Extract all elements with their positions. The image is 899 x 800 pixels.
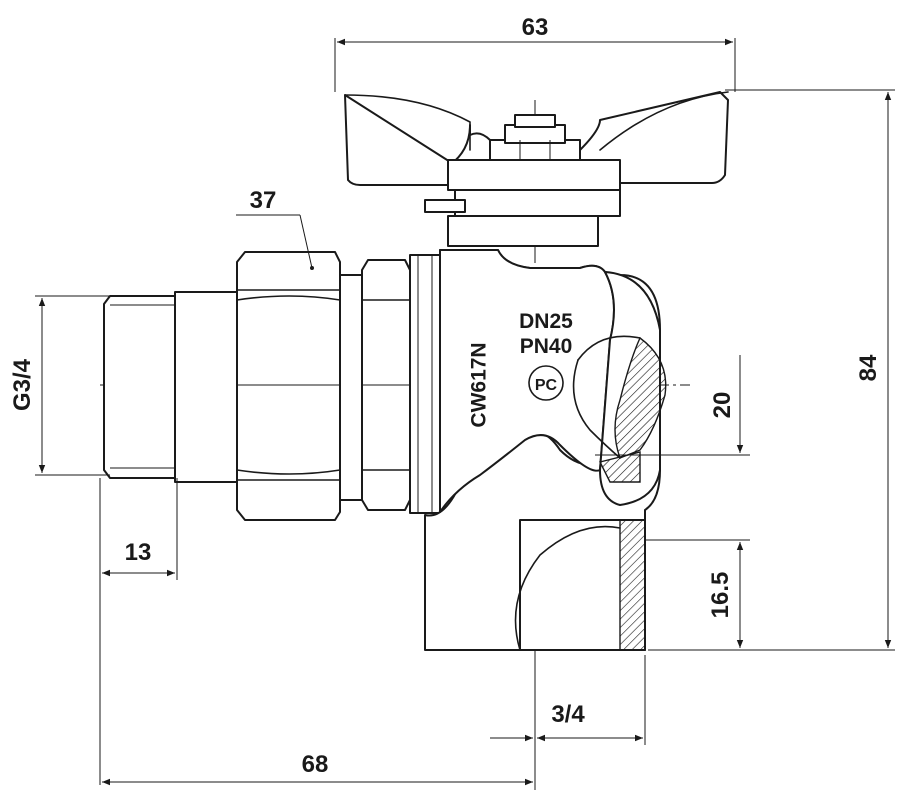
dimension-female-thread: 3/4	[490, 655, 646, 790]
valve-body	[424, 249, 667, 651]
dim-hex-size-value: 37	[250, 187, 277, 214]
body-markings: CW617N DN25 PN40 PC	[468, 310, 574, 428]
dim-male-thread-value: G3/4	[9, 358, 36, 411]
dimension-female-depth: 16.5	[645, 539, 750, 648]
dimension-overall-length: 68	[102, 751, 533, 786]
dim-overall-height-value: 84	[855, 354, 882, 381]
hex-union-nut	[236, 251, 363, 521]
male-thread-end	[103, 291, 238, 483]
dim-female-thread-value: 3/4	[551, 701, 585, 728]
butterfly-handle	[344, 91, 729, 247]
dim-overall-width-value: 63	[522, 14, 549, 41]
pn-marking: PN40	[520, 335, 573, 358]
dimension-port-offset: 20	[595, 355, 750, 456]
material-marking: CW617N	[468, 342, 491, 427]
dim-port-offset-value: 20	[709, 392, 736, 419]
dimension-overall-height: 84	[648, 89, 895, 651]
certification-mark-text: PC	[535, 377, 558, 394]
dimension-male-thread: G3/4	[9, 295, 110, 476]
dimension-hex-size: 37	[236, 187, 313, 269]
dim-overall-length-value: 68	[302, 751, 329, 778]
dim-thread-length-value: 13	[125, 539, 152, 566]
dimension-thread-length: 13	[99, 478, 178, 785]
dn-marking: DN25	[519, 310, 573, 333]
dim-female-depth-value: 16.5	[707, 572, 734, 619]
certification-mark: PC	[528, 365, 564, 401]
body-hex	[361, 254, 441, 514]
dimension-overall-width: 63	[334, 14, 736, 92]
